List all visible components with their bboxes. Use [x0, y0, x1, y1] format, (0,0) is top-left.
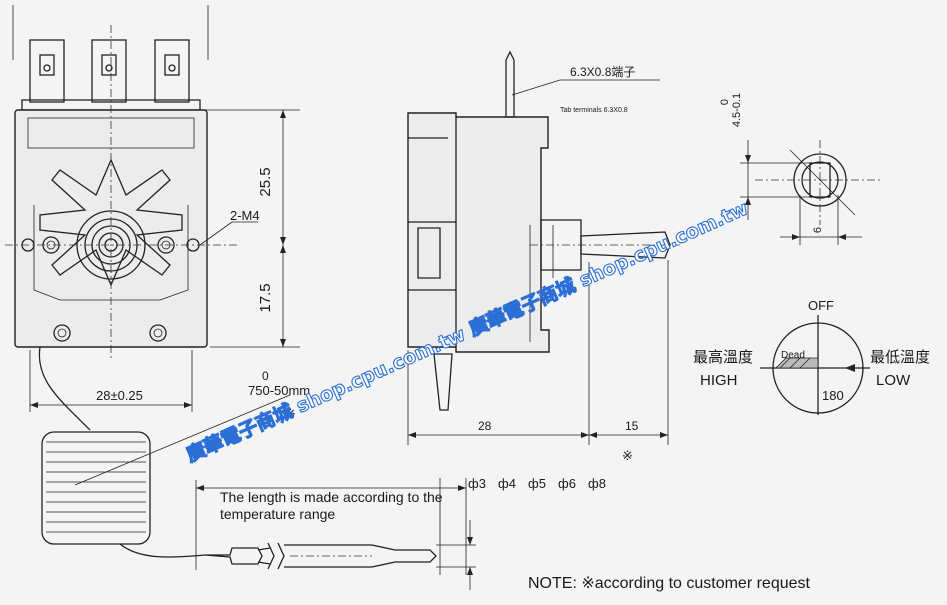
shaft-tol-dim: 4.5-0.1: [731, 93, 743, 127]
dim-17-5: 17.5: [257, 283, 274, 312]
length-range: 750-50mm: [248, 383, 310, 398]
dim-15: 15: [625, 419, 639, 433]
length-note-2: temperature range: [220, 506, 335, 522]
capillary-coil: [41, 431, 151, 545]
terminal-right: [154, 39, 190, 103]
diameter-5: ф5: [528, 476, 546, 491]
dial-high-cn: 最高溫度: [693, 349, 753, 366]
dial-high-en: HIGH: [700, 372, 738, 389]
mount-hole-right: [157, 236, 175, 254]
terminal-label: 6.3X0.8端子: [570, 65, 635, 79]
shaft: [580, 231, 671, 259]
terminal-left: [29, 39, 65, 103]
front-view: [5, 5, 300, 558]
side-mark: ※: [622, 448, 633, 463]
dial-dead: Dead: [781, 350, 805, 361]
dim-25-5: 25.5: [257, 167, 274, 196]
dial-low-cn: 最低溫度: [870, 349, 930, 366]
tab-terminal: [505, 50, 515, 118]
mount-hole-bottom-left: [53, 324, 71, 342]
length-note-1: The length is made according to the: [220, 489, 443, 505]
length-upper: 0: [262, 369, 269, 383]
shaft-detail: [740, 140, 880, 245]
note-text: NOTE: ※according to customer request: [528, 575, 811, 592]
dial-off: OFF: [808, 298, 834, 313]
terminal-label-en: Tab terminals 6.3X0.8: [560, 107, 628, 114]
shaft-dim-6: 6: [812, 227, 824, 233]
diameter-3: ф3: [468, 476, 486, 491]
hole-note: 2-M4: [230, 208, 260, 223]
dial-low-en: LOW: [876, 372, 911, 389]
diameter-8: ф8: [588, 476, 606, 491]
diameter-6: ф6: [558, 476, 576, 491]
length-mark: ※: [285, 406, 296, 421]
dial-diagram: [760, 315, 870, 415]
dim-28-tolerance: 28±0.25: [96, 388, 143, 403]
side-view: [407, 50, 680, 445]
shaft-tol-upper: 0: [719, 99, 731, 105]
terminal-middle: [91, 39, 127, 103]
dim-28: 28: [478, 419, 492, 433]
dial-angle: 180: [822, 388, 844, 403]
mount-hole-bottom-right: [149, 324, 167, 342]
diameter-4: ф4: [498, 476, 516, 491]
capillary-bulb: [195, 478, 476, 590]
diameter-list: ф3 ф4 ф5 ф6 ф8: [468, 476, 606, 491]
